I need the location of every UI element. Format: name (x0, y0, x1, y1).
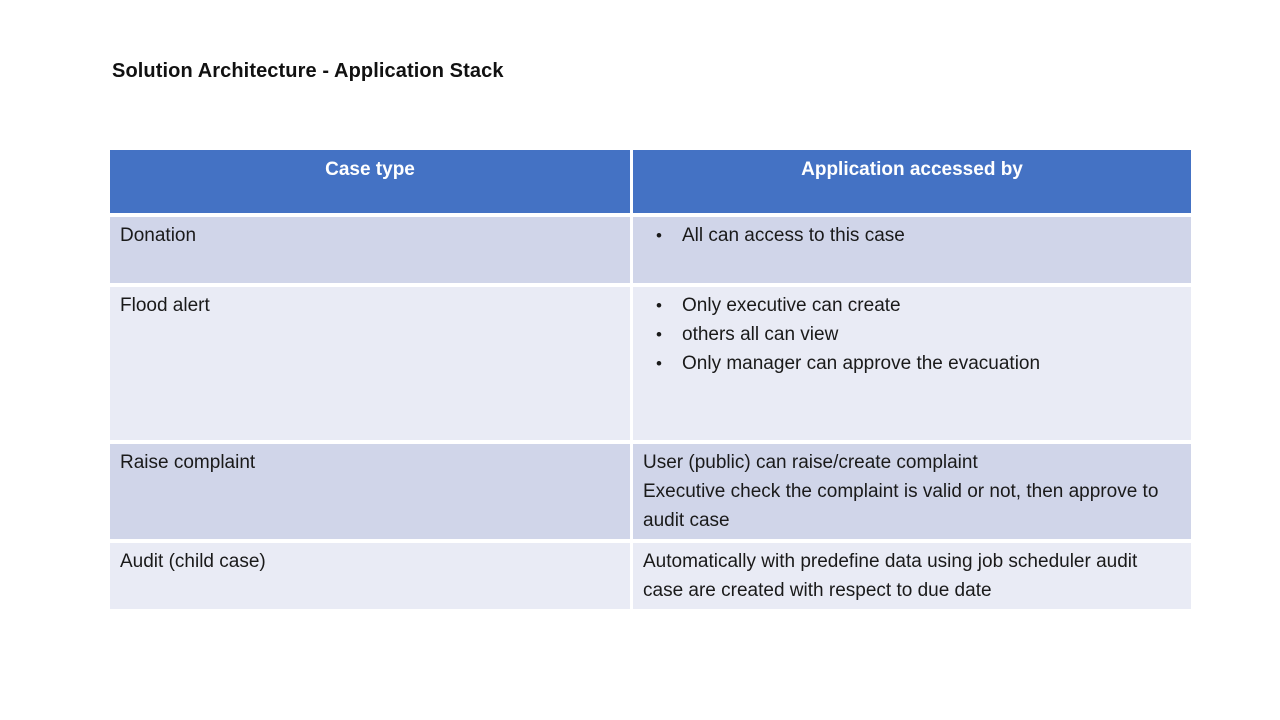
bullet-item: • Only executive can create (643, 291, 1166, 320)
header-case-type: Case type (110, 150, 633, 213)
table-header: Case type Application accessed by (110, 150, 1191, 213)
application-accessed-cell: • Only executive can create • others all ca… (633, 283, 1191, 440)
application-accessed-cell: User (public) can raise/create complaint… (633, 440, 1191, 539)
cell-paragraph: Executive check the complaint is valid o… (643, 481, 1159, 531)
header-application-accessed-by: Application accessed by (633, 150, 1191, 213)
cell-paragraph: Automatically with predefine data using … (643, 551, 1138, 601)
bullet-text: Only manager can approve the evacuation (682, 353, 1041, 374)
bullet-text: Only executive can create (682, 295, 901, 316)
application-accessed-cell: • All can access to this case (633, 213, 1191, 283)
case-type-cell: Audit (child case) (110, 539, 633, 609)
table-row: Flood alert • Only executive can create • ot… (110, 283, 1191, 440)
application-accessed-cell: Automatically with predefine data using … (633, 539, 1191, 609)
bullet-icon: • (656, 226, 662, 245)
bullet-item: • Only manager can approve the evacuation (643, 349, 1166, 378)
case-type-cell: Flood alert (110, 283, 633, 440)
bullet-item: • All can access to this case (643, 221, 1166, 250)
bullet-icon: • (656, 325, 662, 344)
table-row: Audit (child case)Automatically with pre… (110, 539, 1191, 609)
case-type-cell: Donation (110, 213, 633, 283)
bullet-icon: • (656, 354, 662, 373)
cell-paragraph: User (public) can raise/create complaint (643, 452, 978, 473)
bullet-icon: • (656, 296, 662, 315)
table-row: Donation • All can access to this case (110, 213, 1191, 283)
bullet-text: All can access to this case (682, 225, 905, 246)
case-table: Case type Application accessed by Donati… (110, 150, 1191, 609)
header-row: Case type Application accessed by (110, 150, 1191, 213)
slide-title: Solution Architecture - Application Stac… (112, 60, 504, 82)
bullet-item: • others all can view (643, 320, 1166, 349)
bullet-text: others all can view (682, 324, 839, 345)
case-type-cell: Raise complaint (110, 440, 633, 539)
